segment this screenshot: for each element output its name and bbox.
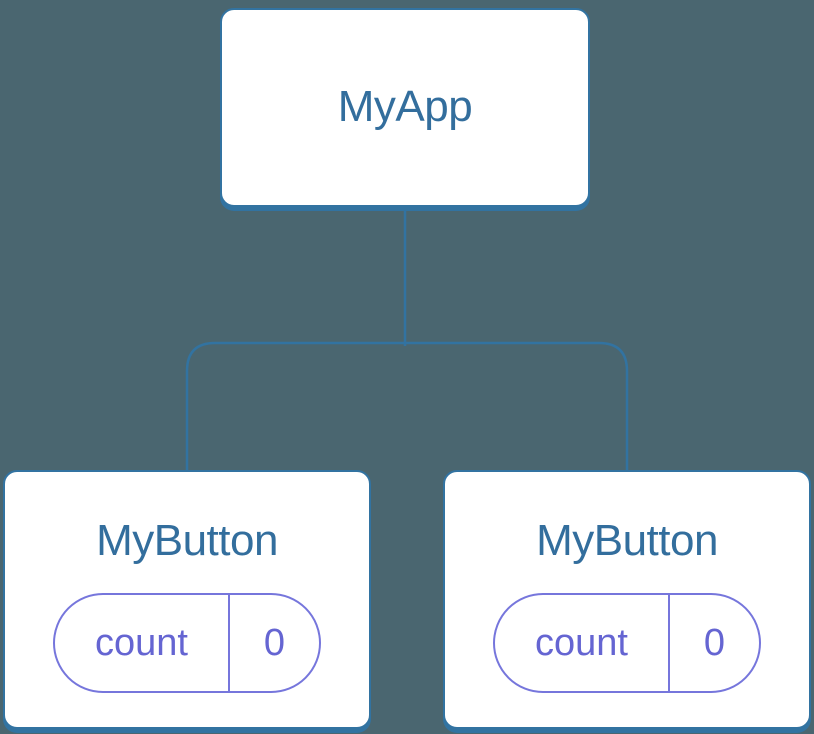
state-value: 0 [263, 621, 286, 664]
state-key: count [95, 621, 188, 664]
state-value-cell: 0 [230, 595, 319, 691]
component-node-child-1: MyButton count 0 [3, 470, 371, 729]
component-node-root: MyApp [220, 8, 590, 207]
state-pill: count 0 [493, 592, 761, 693]
state-key-cell: count [55, 594, 230, 691]
state-value: 0 [703, 621, 726, 664]
component-label: MyApp [337, 82, 473, 132]
connector-branch [185, 341, 629, 471]
component-node-child-2: MyButton count 0 [443, 470, 811, 729]
component-label: MyButton [96, 516, 278, 565]
state-key: count [535, 621, 628, 664]
component-label: MyButton [536, 516, 718, 565]
state-key-cell: count [495, 594, 670, 691]
state-pill: count 0 [53, 592, 321, 693]
state-value-cell: 0 [670, 595, 759, 691]
